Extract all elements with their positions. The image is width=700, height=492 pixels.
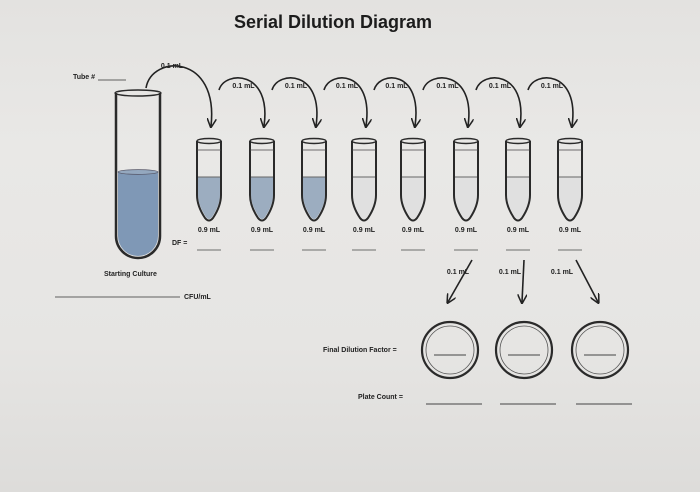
plating-volume-label-3: 0.1 mL: [551, 269, 574, 276]
plating-arrow-3: [575, 259, 598, 302]
diluent-volume-label-5: 0.9 mL: [402, 227, 425, 234]
dilution-tube-8: [557, 137, 583, 222]
tube-liquid-7: [507, 177, 529, 219]
transfer-volume-label-6: 0.1 mL: [436, 83, 459, 90]
tube-liquid-8: [559, 177, 581, 219]
dilution-tube-3: [301, 137, 327, 222]
final-dilution-factor-label: Final Dilution Factor =: [323, 347, 397, 354]
transfer-volume-label-4: 0.1 mL: [336, 83, 359, 90]
transfer-arrow-3: [271, 77, 317, 126]
transfer-arrow-2: [218, 77, 265, 126]
petri-plate-2: [494, 320, 554, 380]
dilution-tube-4: [351, 137, 377, 222]
transfer-arrow-4: [323, 77, 367, 126]
transfer-volume-label-5: 0.1 mL: [385, 83, 408, 90]
tube-liquid-5: [402, 177, 424, 219]
plate-count-label: Plate Count =: [358, 394, 403, 401]
transfer-arrow-6: [422, 77, 469, 126]
transfer-arrow-5: [373, 77, 416, 126]
transfer-arrow-1: [145, 65, 212, 126]
tube-liquid-1: [198, 177, 220, 219]
df-label: DF =: [172, 240, 187, 247]
transfer-arrow-7: [475, 77, 521, 126]
dilution-tube-1: [196, 137, 222, 222]
tube-liquid-6: [455, 177, 477, 219]
diluent-volume-label-1: 0.9 mL: [198, 227, 221, 234]
plating-arrow-1: [448, 259, 473, 302]
tube-liquid-3: [303, 177, 325, 219]
diluent-volume-label-8: 0.9 mL: [559, 227, 582, 234]
starting-culture-tube: [114, 89, 162, 260]
tube-number-label: Tube #: [73, 74, 95, 81]
transfer-volume-label-1: 0.1 mL: [161, 63, 184, 70]
plating-volume-label-2: 0.1 mL: [499, 269, 522, 276]
diluent-volume-label-3: 0.9 mL: [303, 227, 326, 234]
tube-liquid-4: [353, 177, 375, 219]
petri-plate-3: [570, 320, 630, 380]
dilution-tube-6: [453, 137, 479, 222]
dilution-tube-7: [505, 137, 531, 222]
diluent-volume-label-4: 0.9 mL: [353, 227, 376, 234]
transfer-volume-label-7: 0.1 mL: [489, 83, 512, 90]
plating-volume-label-1: 0.1 mL: [447, 269, 470, 276]
starting-culture-label: Starting Culture: [104, 271, 157, 278]
transfer-arrow-8: [527, 77, 573, 126]
dilution-tube-2: [249, 137, 275, 222]
cfu-label: CFU/mL: [184, 294, 212, 301]
culture-liquid: [118, 172, 158, 256]
transfer-volume-label-8: 0.1 mL: [541, 83, 564, 90]
transfer-volume-label-3: 0.1 mL: [285, 83, 308, 90]
diluent-volume-label-2: 0.9 mL: [251, 227, 274, 234]
page-title: Serial Dilution Diagram: [234, 12, 432, 32]
transfer-volume-label-2: 0.1 mL: [232, 83, 255, 90]
diluent-volume-label-6: 0.9 mL: [455, 227, 478, 234]
dilution-tube-5: [400, 137, 426, 222]
plating-arrow-2: [522, 259, 524, 302]
petri-plate-1: [420, 320, 480, 380]
tube-liquid-2: [251, 177, 273, 219]
diluent-volume-label-7: 0.9 mL: [507, 227, 530, 234]
